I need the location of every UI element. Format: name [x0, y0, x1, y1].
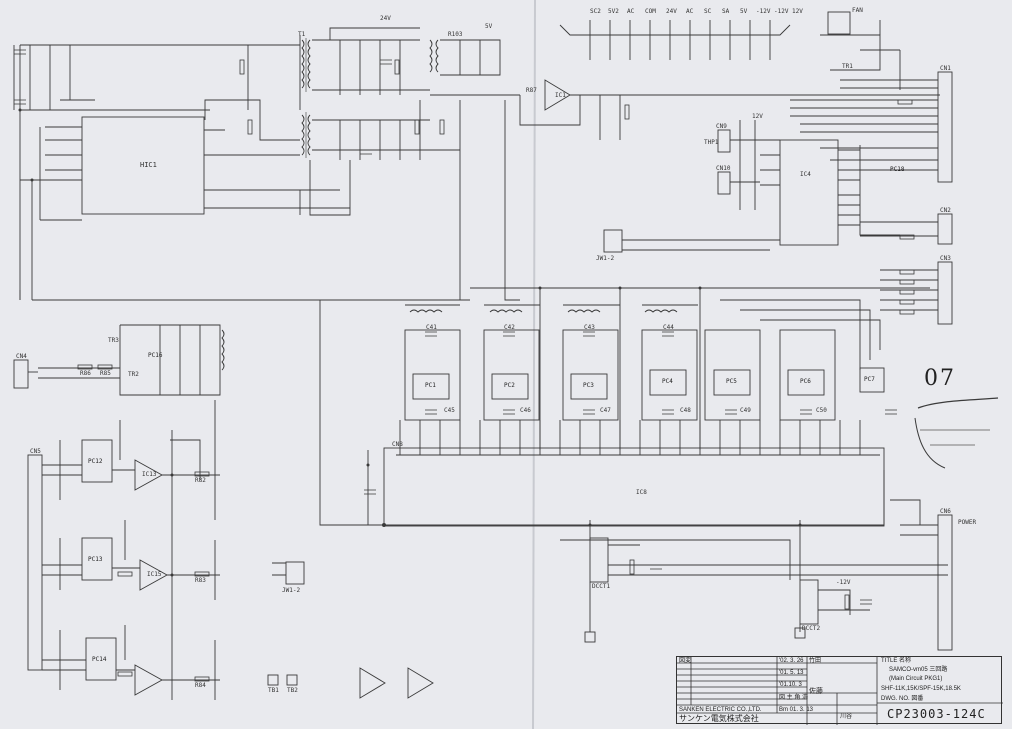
v24-label: 24V [380, 15, 391, 22]
c44-label: C44 [663, 324, 674, 331]
cn8-label: CN8 [392, 441, 403, 448]
top-label-7: SC [704, 8, 712, 15]
pc6-label: PC6 [800, 378, 811, 385]
pc4-label: PC4 [662, 378, 673, 385]
top-label-4: COM [645, 8, 656, 15]
title-line-3: SHF-11K,15K/SPF-15K,18.5K [881, 686, 961, 692]
c41-label: C41 [426, 324, 437, 331]
top-label-2: 5V2 [608, 8, 619, 15]
scale-date: Bm 01. 3. 13 [779, 707, 814, 713]
ic8-label: IC8 [636, 489, 647, 496]
top-label-3: AC [627, 8, 635, 15]
tr3-label: TR3 [108, 337, 119, 344]
tb1-label: TB1 [268, 687, 279, 694]
t1-label: T1 [298, 31, 306, 38]
drawing-number: CP23003-124C [887, 707, 986, 721]
company-name-jp: サンケン電気株式会社 [679, 714, 759, 723]
power-label: POWER [958, 519, 977, 526]
cn1-label: CN1 [940, 65, 951, 72]
approval-text: 図 主 角 浩 [779, 695, 809, 701]
pc18-label: PC18 [890, 166, 905, 173]
c47-label: C47 [600, 407, 611, 414]
company-name-en: SANKEN ELECTRIC CO.,LTD. [679, 707, 762, 713]
hic1-label: HIC1 [140, 161, 157, 169]
fan-label: FAN [852, 7, 863, 14]
rev-sig-1: 竹田 [809, 658, 822, 664]
pc1-label: PC1 [425, 382, 436, 389]
rev-sig-2: 佐藤 [809, 688, 823, 695]
v5-label: 5V [485, 23, 493, 30]
jw2-label: JW1-2 [282, 587, 301, 594]
v12n-label: -12V [836, 579, 851, 586]
r103-label: R103 [448, 31, 463, 38]
dcct1-label: DCCT1 [592, 583, 611, 590]
cn4-label: CN4 [16, 353, 27, 360]
tr2-label: TR2 [128, 371, 139, 378]
pc3-label: PC3 [583, 382, 594, 389]
ic1-label: IC1 [555, 92, 566, 99]
rev-sig-3: 川谷 [840, 714, 853, 720]
cn2-label: CN2 [940, 207, 951, 214]
r86-label: R86 [80, 370, 91, 377]
pc2-label: PC2 [504, 382, 515, 389]
r83-label: R83 [195, 577, 206, 584]
dwg-no-label: DWG. NO. 図番 [881, 696, 924, 702]
pc5-label: PC5 [726, 378, 737, 385]
top-label-6: AC [686, 8, 694, 15]
ic15-label: IC15 [147, 571, 162, 578]
cn5-label: CN5 [30, 448, 41, 455]
r82-label: R82 [195, 477, 206, 484]
pc14-label: PC14 [92, 656, 107, 663]
top-label-8: SA [722, 8, 730, 15]
jw1-label: JW1-2 [596, 255, 615, 262]
ic13-label: IC13 [142, 471, 157, 478]
ic4-label: IC4 [800, 171, 811, 178]
tr1-label: TR1 [842, 63, 853, 70]
r87-label: R87 [526, 87, 537, 94]
pc7-label: PC7 [864, 376, 875, 383]
pc12-label: PC12 [88, 458, 103, 465]
title-label: TITLE 名称 [881, 658, 912, 664]
top-label-11: -12V [774, 8, 789, 15]
rev-label: 図変 [679, 658, 692, 664]
v12-label: 12V [752, 113, 763, 120]
top-label-10: -12V [756, 8, 771, 15]
r84-label: R84 [195, 682, 206, 689]
title-line-1: SAMCO-vm05 三回路 [889, 667, 948, 673]
c48-label: C48 [680, 407, 691, 414]
cn3-label: CN3 [940, 255, 951, 262]
title-block: '02. 3. 26 '01. 5. 13 '01.10. 3 竹田 佐藤 川谷… [676, 656, 1003, 725]
cn6-label: CN6 [940, 508, 951, 515]
rev-date-2: '01. 5. 13 [779, 670, 804, 676]
c46-label: C46 [520, 407, 531, 414]
cn10-label: CN10 [716, 165, 731, 172]
c49-label: C49 [740, 407, 751, 414]
cn9-label: CN9 [716, 123, 727, 130]
rev-date-1: '02. 3. 26 [779, 658, 804, 664]
pc16-label: PC16 [148, 352, 163, 359]
c45-label: C45 [444, 407, 455, 414]
thp1-label: THP1 [704, 139, 719, 146]
top-label-12: 12V [792, 8, 803, 15]
top-label-1: SC2 [590, 8, 601, 15]
rev-date-3: '01.10. 3 [779, 682, 802, 688]
dcct2-label: DCCT2 [802, 625, 821, 632]
title-line-2: (Main Circuit PKG1) [889, 676, 943, 682]
pc13-label: PC13 [88, 556, 103, 563]
top-label-9: 5V [740, 8, 748, 15]
title-block-grid [677, 657, 1003, 725]
top-label-5: 24V [666, 8, 677, 15]
c42-label: C42 [504, 324, 515, 331]
c50-label: C50 [816, 407, 827, 414]
handwritten-page-mark: 07 [924, 366, 956, 391]
r85-label: R85 [100, 370, 111, 377]
c43-label: C43 [584, 324, 595, 331]
tb2-label: TB2 [287, 687, 298, 694]
